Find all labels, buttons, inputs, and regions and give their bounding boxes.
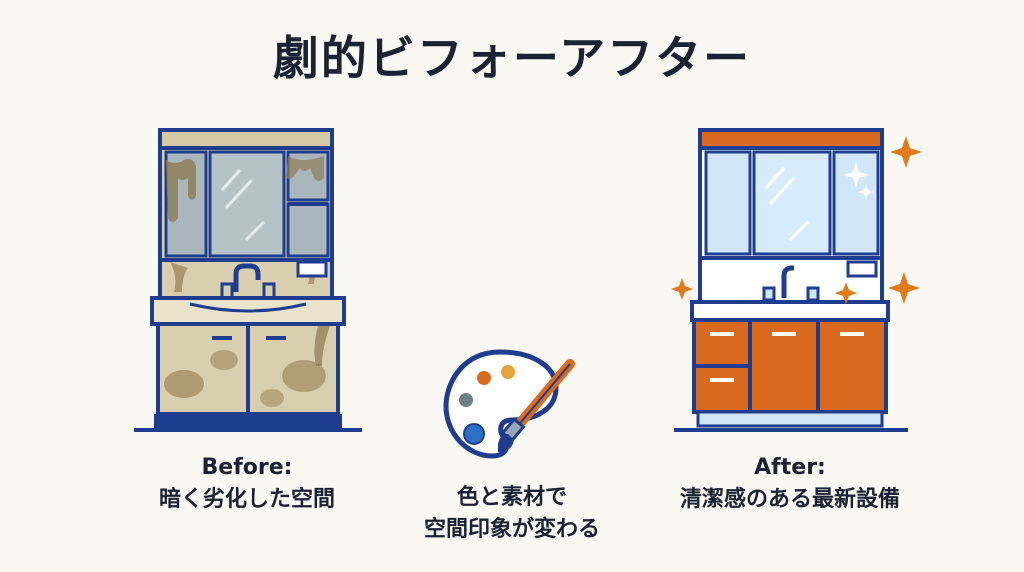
before-heading: Before:	[201, 455, 293, 480]
after-caption: After: 清潔感のある最新設備	[630, 452, 950, 516]
after-description: 清潔感のある最新設備	[679, 487, 900, 512]
sparkle-icon	[671, 136, 922, 304]
clean-vanity-icon	[674, 128, 908, 432]
palette-brush-icon	[443, 349, 575, 459]
after-heading: After:	[754, 455, 826, 480]
before-description: 暗く劣化した空間	[158, 487, 335, 512]
before-caption: Before: 暗く劣化した空間	[112, 452, 382, 516]
dirty-vanity-icon	[134, 128, 362, 432]
transition-line-1: 色と素材で	[456, 485, 567, 510]
transition-line-2: 空間印象が変わる	[423, 517, 600, 542]
transition-caption: 色と素材で 空間印象が変わる	[372, 482, 652, 546]
page-title: 劇的ビフォーアフター	[272, 31, 752, 85]
